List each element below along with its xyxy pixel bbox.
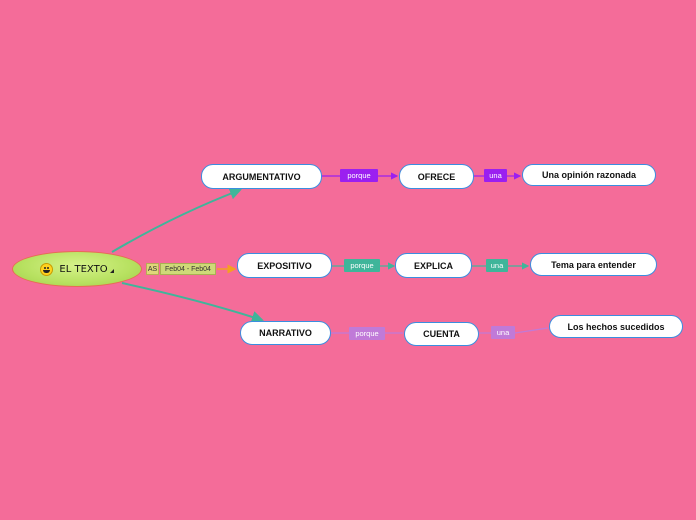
node-expositivo[interactable]: EXPOSITIVO <box>237 253 332 278</box>
node-tema-para-entender[interactable]: Tema para entender <box>530 253 657 276</box>
root-tag-dates: Feb04 - Feb04 <box>160 263 216 275</box>
label-una-narrativo: una <box>491 326 515 339</box>
smiley-icon <box>40 262 54 276</box>
root-tag-as: AS <box>146 263 159 275</box>
root-node[interactable]: EL TEXTO <box>12 251 142 287</box>
node-cuenta[interactable]: CUENTA <box>404 322 479 346</box>
node-narrativo[interactable]: NARRATIVO <box>240 321 331 345</box>
node-hechos-sucedidos[interactable]: Los hechos sucedidos <box>549 315 683 338</box>
node-explica[interactable]: EXPLICA <box>395 253 472 278</box>
node-opinion-razonada[interactable]: Una opinión razonada <box>522 164 656 186</box>
root-label: EL TEXTO <box>59 263 108 275</box>
node-argumentativo[interactable]: ARGUMENTATIVO <box>201 164 322 189</box>
trunk-line-argumentativo <box>111 187 242 253</box>
note-icon[interactable] <box>109 269 114 273</box>
trunk-line-narrativo <box>121 282 264 323</box>
label-porque-expositivo: porque <box>344 259 380 272</box>
label-una-expositivo: una <box>486 259 508 272</box>
label-una-argumentativo: una <box>484 169 507 182</box>
label-porque-argumentativo: porque <box>340 169 378 182</box>
node-ofrece[interactable]: OFRECE <box>399 164 474 189</box>
label-porque-narrativo: porque <box>349 327 385 340</box>
